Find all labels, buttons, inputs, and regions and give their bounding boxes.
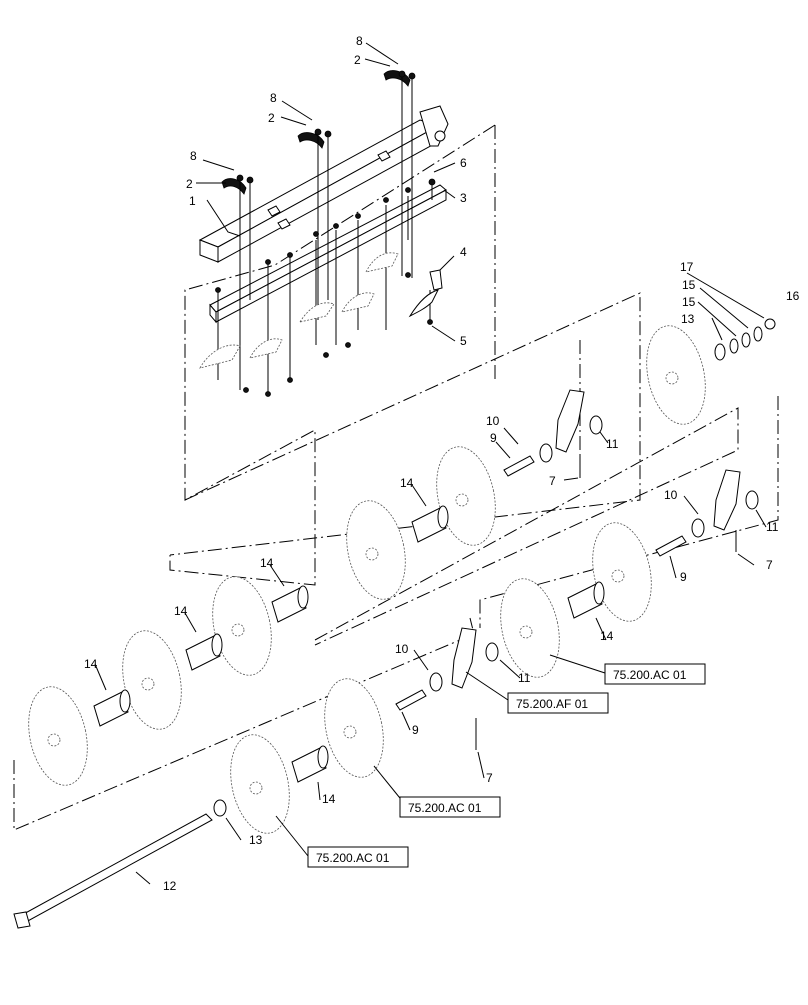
callout-2a: 2 xyxy=(186,177,193,191)
reference-ac-bottom-text: 75.200.AC 01 xyxy=(316,851,390,865)
callout-4: 4 xyxy=(460,245,467,259)
reference-box-ac-bottom[interactable]: 75.200.AC 01 xyxy=(307,846,409,868)
callout-1: 1 xyxy=(189,194,196,208)
callout-11c: 11 xyxy=(518,671,531,685)
callout-11a: 11 xyxy=(606,437,619,451)
callout-14c: 14 xyxy=(174,604,188,618)
boundary-lines xyxy=(13,124,779,831)
spools xyxy=(93,505,605,783)
leader-lines xyxy=(94,42,767,885)
callout-12: 12 xyxy=(163,879,177,893)
callout-7a: 7 xyxy=(549,474,556,488)
reference-box-ac-mid[interactable]: 75.200.AC 01 xyxy=(399,796,501,818)
scrapers xyxy=(199,252,443,369)
reference-ac-top-text: 75.200.AC 01 xyxy=(613,668,687,682)
callout-2b: 2 xyxy=(268,111,275,125)
reference-af-text: 75.200.AF 01 xyxy=(516,697,588,711)
reference-ac-mid-text: 75.200.AC 01 xyxy=(408,801,482,815)
callout-6: 6 xyxy=(460,156,467,170)
end-hardware xyxy=(714,318,776,361)
callout-10a: 10 xyxy=(486,414,500,428)
callout-7b: 7 xyxy=(766,558,773,572)
callout-14a: 14 xyxy=(400,476,414,490)
callout-15a: 15 xyxy=(682,278,696,292)
callout-14f: 14 xyxy=(322,792,336,806)
callout-15b: 15 xyxy=(682,295,696,309)
bearing-hangers xyxy=(451,389,741,689)
callout-9b: 9 xyxy=(680,570,687,584)
callout-17: 17 xyxy=(680,260,694,274)
discs xyxy=(28,325,706,834)
bolts xyxy=(475,456,737,750)
callout-10c: 10 xyxy=(395,642,409,656)
callout-9a: 9 xyxy=(490,431,497,445)
callout-14d: 14 xyxy=(84,657,98,671)
reference-box-af[interactable]: 75.200.AF 01 xyxy=(507,692,609,714)
callout-14b: 14 xyxy=(260,556,274,570)
bolt-lines xyxy=(217,72,433,395)
callout-8b: 8 xyxy=(270,91,277,105)
callout-8a: 8 xyxy=(190,149,197,163)
callout-10b: 10 xyxy=(664,488,678,502)
spacers-bearings xyxy=(395,415,759,711)
callout-16: 16 xyxy=(786,289,800,303)
callout-11b: 11 xyxy=(766,520,779,534)
callout-7c: 7 xyxy=(486,771,493,785)
callout-13b: 13 xyxy=(249,833,263,847)
bolt-heads xyxy=(215,70,436,397)
callout-9c: 9 xyxy=(412,723,419,737)
callout-labels: 1 2 8 2 8 2 8 6 3 4 5 17 15 15 16 13 10 … xyxy=(84,34,800,893)
callout-3: 3 xyxy=(460,191,467,205)
callout-5: 5 xyxy=(460,334,467,348)
callout-13a: 13 xyxy=(681,312,695,326)
callout-14e: 14 xyxy=(600,629,614,643)
callout-2c: 2 xyxy=(354,53,361,67)
callout-8c: 8 xyxy=(356,34,363,48)
axle xyxy=(13,799,227,929)
reference-box-ac-top[interactable]: 75.200.AC 01 xyxy=(604,663,706,685)
